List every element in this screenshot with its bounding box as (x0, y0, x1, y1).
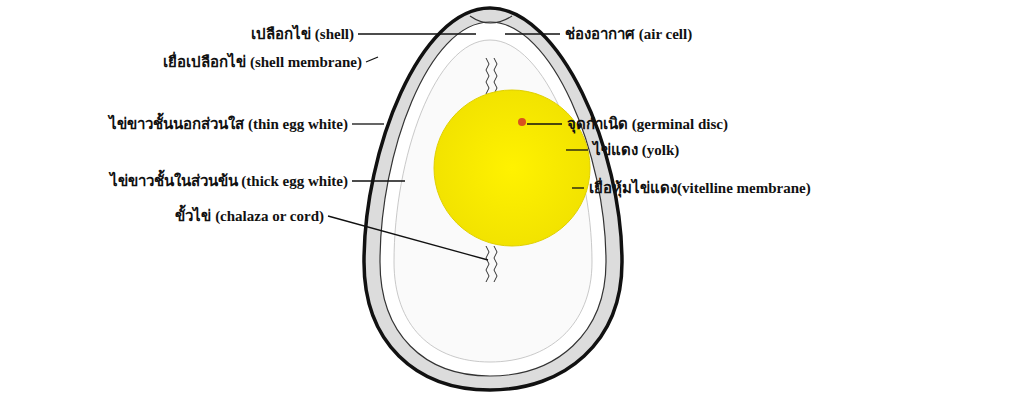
leader-line (505, 33, 560, 34)
part-label: เยื่อหุ้มไข่แดง(vitelline membrane) (589, 179, 811, 197)
chalaza (486, 246, 497, 282)
part-label: ไข่ขาวชั้นนอกส่วนใส (thin egg white) (109, 115, 348, 133)
part-label: ช่องอากาศ (air cell) (565, 25, 692, 43)
part-label: เปลือกไข่ (shell) (251, 25, 354, 43)
air-cell (470, 16, 512, 23)
germinal-disc (518, 118, 526, 126)
leader-line (566, 149, 588, 150)
leader-line (328, 216, 488, 260)
leader-line (352, 123, 384, 124)
egg-shell (364, 8, 622, 390)
leader-line (352, 180, 405, 181)
shell-membrane (380, 22, 606, 376)
yolk (434, 90, 590, 246)
leader-line (366, 57, 378, 62)
chalaza (486, 58, 497, 94)
part-label: ไข่ขาวชั้นในส่วนข้น (thick egg white) (110, 172, 348, 190)
leader-line (358, 33, 476, 34)
part-label: จุดกำเนิด (germinal disc) (567, 115, 728, 133)
part-label: เยื่อเปลือกไข่ (shell membrane) (163, 53, 362, 71)
part-label: ไข่แดง (yolk) (593, 141, 679, 159)
leader-line (527, 123, 562, 124)
leader-line (572, 187, 584, 188)
part-label: ขั้วไข่ (chalaza or cord) (175, 207, 324, 225)
thick-white (394, 40, 592, 362)
